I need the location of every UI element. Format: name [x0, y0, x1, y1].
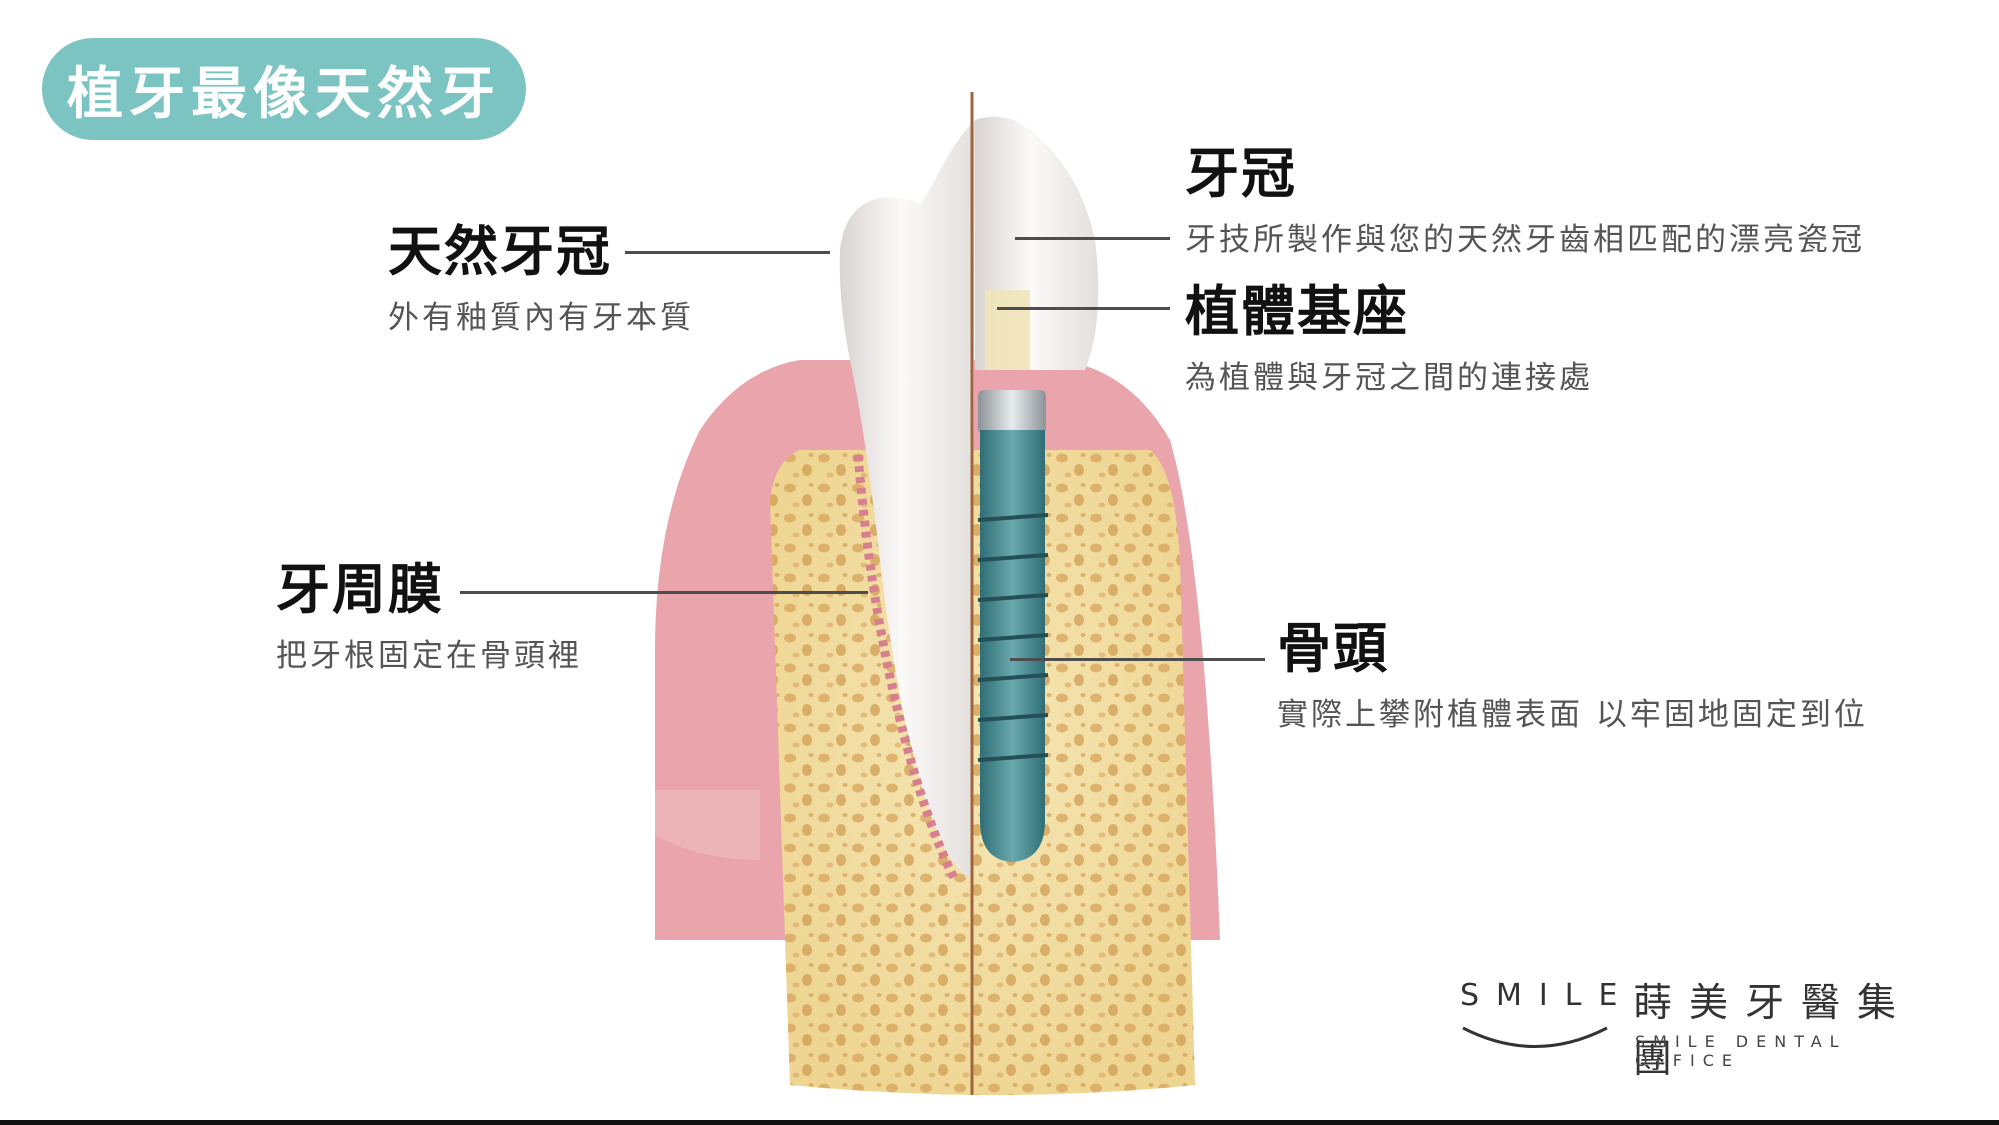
- abutment-label: 植體基座 為植體與牙冠之間的連接處: [1185, 285, 1593, 394]
- bone-label: 骨頭 實際上攀附植體表面 以牢固地固定到位: [1277, 622, 1868, 731]
- logo-smile-text: SMILE: [1460, 978, 1635, 1013]
- title-badge: 植牙最像天然牙: [42, 38, 526, 140]
- abutment-core: [985, 290, 1030, 370]
- page-title: 植牙最像天然牙: [67, 61, 501, 127]
- logo-english-name: SMILE DENTAL OFFICE: [1635, 1032, 1847, 1070]
- logo-chinese-name: 蒔美牙醫集團: [1633, 981, 1914, 1082]
- periodontal-pointer: [460, 591, 868, 594]
- bone-description: 實際上攀附植體表面 以牢固地固定到位: [1277, 697, 1868, 733]
- crown-description: 牙技所製作與您的天然牙齒相匹配的漂亮瓷冠: [1185, 222, 1865, 258]
- bone-pointer: [1010, 658, 1265, 661]
- smile-dental-logo: SMILE 蒔美牙醫集團 SMILE DENTAL OFFICE: [1455, 970, 1925, 1082]
- implant-threads: [977, 513, 1049, 762]
- crown-label: 牙冠 牙技所製作與您的天然牙齒相匹配的漂亮瓷冠: [1185, 147, 1865, 256]
- abutment-heading: 植體基座: [1185, 280, 1409, 343]
- periodontal-description: 把牙根固定在骨頭裡: [276, 638, 582, 674]
- crown-pointer: [1015, 237, 1170, 240]
- bone-heading: 骨頭: [1277, 617, 1389, 680]
- implant-body: [980, 430, 1045, 862]
- implant-abutment: [978, 390, 1046, 434]
- abutment-description: 為植體與牙冠之間的連接處: [1185, 360, 1593, 396]
- natural-crown-label: 天然牙冠 外有釉質內有牙本質: [388, 225, 694, 334]
- natural-crown-description: 外有釉質內有牙本質: [388, 300, 694, 336]
- periodontal-heading: 牙周膜: [276, 558, 444, 621]
- natural-crown-pointer: [625, 251, 830, 254]
- smile-curve-icon: [1462, 1026, 1608, 1048]
- natural-tooth: [839, 120, 975, 880]
- periodontal-ligament: [853, 454, 960, 883]
- natural-crown-heading: 天然牙冠: [388, 220, 612, 283]
- crown-heading: 牙冠: [1185, 142, 1297, 205]
- gum-flap: [655, 790, 760, 860]
- periodontal-label: 牙周膜 把牙根固定在骨頭裡: [276, 563, 582, 672]
- bottom-border: [0, 1120, 1999, 1125]
- abutment-pointer: [997, 307, 1170, 310]
